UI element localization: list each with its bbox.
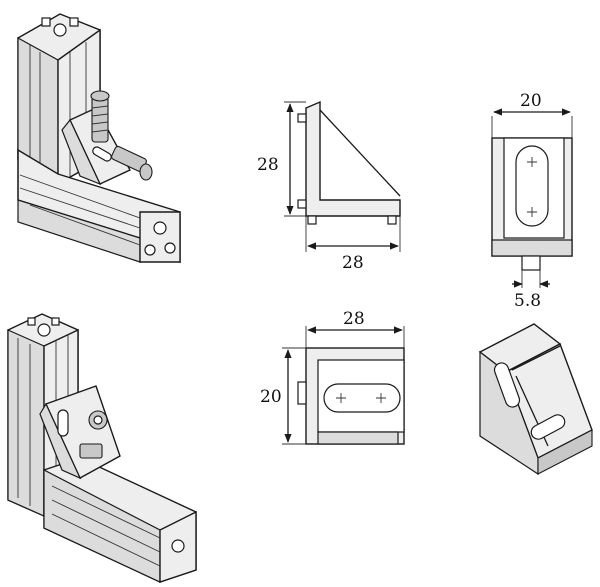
dim-top-depth: 20 bbox=[260, 387, 282, 407]
dim-top-width: 28 bbox=[343, 309, 365, 329]
dim-bolt-offset: 5.8 bbox=[514, 291, 541, 311]
front-view: 20 5.8 bbox=[491, 91, 573, 311]
dim-side-height: 28 bbox=[257, 155, 279, 175]
dim-front-width: 20 bbox=[520, 91, 542, 111]
assembly-view-tnut bbox=[7, 313, 197, 583]
dim-side-width: 28 bbox=[342, 253, 364, 273]
assembly-view-bolted bbox=[17, 13, 181, 264]
isometric-bracket-view bbox=[478, 323, 593, 476]
side-view: 28 28 bbox=[257, 100, 401, 273]
top-view: 28 20 bbox=[260, 309, 405, 445]
